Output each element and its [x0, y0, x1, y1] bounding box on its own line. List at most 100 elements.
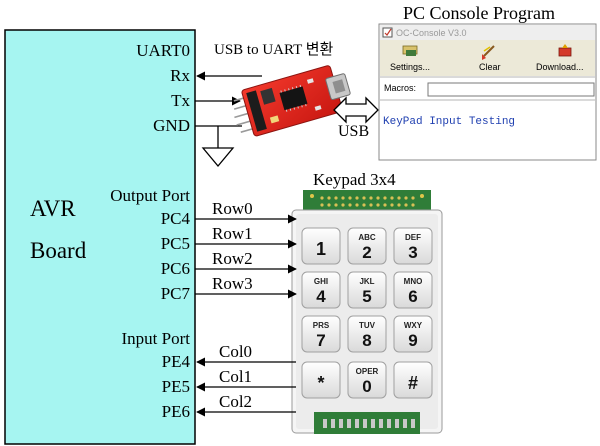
download-button-label: Download... — [536, 62, 584, 72]
console-window-title: OC-Console V3.0 — [396, 28, 467, 38]
uart-wiring — [195, 71, 262, 168]
col0-label: Col0 — [219, 342, 252, 361]
input-port-label: Input Port — [122, 329, 191, 348]
col-wiring: Col0 Col1 Col2 — [196, 342, 296, 417]
adapter-header-strip — [246, 90, 267, 132]
tx-label: Tx — [171, 91, 190, 110]
keypad-key-digit: 0 — [362, 377, 371, 396]
macros-input[interactable] — [427, 82, 595, 97]
col2-label: Col2 — [219, 392, 252, 411]
clear-button-label: Clear — [479, 62, 501, 72]
keypad-key-letters: PRS — [313, 321, 330, 330]
keypad-key-face — [301, 271, 341, 309]
keypad-title: Keypad 3x4 — [313, 170, 396, 189]
output-port-label: Output Port — [110, 186, 190, 205]
keypad-key-face — [347, 227, 387, 265]
console-output-area[interactable] — [380, 101, 595, 159]
keypad-key-letters: MNO — [404, 277, 423, 286]
keypad-key-face — [393, 361, 433, 399]
keypad-key-digit: 1 — [316, 239, 326, 259]
usb-double-arrow-icon — [333, 96, 379, 124]
keypad-key-letters: WXY — [404, 321, 423, 330]
keypad-key-digit: * — [317, 373, 324, 393]
usb-uart-label: USB to UART 변환 — [214, 41, 334, 58]
keypad-key-face — [347, 315, 387, 353]
row0-label: Row0 — [212, 199, 253, 218]
keypad-key-letters: GHI — [314, 277, 328, 286]
settings-button[interactable]: Settings... — [386, 44, 438, 74]
input-pin-pe4: PE4 — [162, 352, 191, 371]
usb-link-label: USB — [338, 123, 369, 140]
avr-board: AVR Board UART0 Rx Tx GND Output Port PC… — [4, 29, 196, 445]
keypad-key-face — [301, 315, 341, 353]
keypad-key-digit: 9 — [408, 331, 417, 350]
row-wiring: Row0 Row1 Row2 Row3 — [195, 199, 297, 299]
pc-console: PC Console Program OC-Console V3.0 Setti… — [378, 3, 597, 161]
keypad-key-face — [347, 271, 387, 309]
usb-uart-adapter: USB to UART 변환 — [214, 41, 351, 137]
keypad-key-digit: 4 — [316, 287, 326, 306]
clear-icon — [482, 45, 495, 60]
macros-label: Macros: — [384, 83, 416, 93]
settings-icon — [402, 45, 418, 56]
keypad-key-digit: 5 — [362, 287, 371, 306]
col1-label: Col1 — [219, 367, 252, 386]
keypad-key-digit: 2 — [362, 243, 371, 262]
console-heading: PC Console Program — [403, 3, 555, 23]
keypad-connector-pins-icon — [323, 419, 415, 428]
uart-label: UART0 — [136, 41, 190, 60]
keypad-key-digit: 6 — [408, 287, 417, 306]
download-button[interactable]: Download... — [534, 44, 594, 74]
keypad-key-face — [301, 227, 341, 265]
keypad-key-digit: 8 — [362, 331, 371, 350]
ground-symbol-icon — [201, 147, 235, 168]
row3-label: Row3 — [212, 274, 253, 293]
input-pin-pe5: PE5 — [162, 377, 190, 396]
settings-button-label: Settings... — [390, 62, 430, 72]
adapter-jumper — [260, 87, 276, 105]
keypad-key-star[interactable]: * — [301, 361, 341, 399]
usb-link: USB — [333, 96, 379, 140]
keypad-key-face — [393, 271, 433, 309]
keypad-key-digit: # — [408, 373, 418, 393]
avr-board-body — [4, 29, 196, 445]
output-pin-pc4: PC4 — [161, 209, 191, 228]
keypad-key-digit: 3 — [408, 243, 417, 262]
keypad-pcb-pads-icon — [320, 196, 415, 207]
input-pin-pe6: PE6 — [162, 402, 190, 421]
console-output-text: KeyPad Input Testing — [383, 116, 515, 128]
row1-label: Row1 — [212, 224, 253, 243]
clear-button[interactable]: Clear — [470, 44, 512, 74]
keypad-pcb-pads-top — [310, 194, 424, 198]
keypad-key-face — [301, 361, 341, 399]
keypad-key-letters: TUV — [359, 321, 376, 330]
gnd-label: GND — [153, 116, 190, 135]
keypad-key-letters: OPER — [356, 367, 379, 376]
adapter-chip — [279, 86, 308, 111]
keypad-key-face — [393, 315, 433, 353]
download-icon — [558, 44, 572, 57]
keypad-key-face — [393, 227, 433, 265]
output-pin-pc5: PC5 — [161, 234, 190, 253]
output-pin-pc7: PC7 — [161, 284, 191, 303]
avr-board-name-line1: AVR — [30, 196, 76, 221]
keypad-key-letters: JKL — [359, 277, 374, 286]
keypad-key-face — [347, 361, 387, 399]
row2-label: Row2 — [212, 249, 253, 268]
rx-label: Rx — [170, 66, 190, 85]
keypad-key-letters: ABC — [358, 233, 376, 242]
output-pin-pc6: PC6 — [161, 259, 190, 278]
keypad: Keypad 3x4 1ABC2DEF3GHI4JKL5MNO6PRS7TUV8… — [291, 170, 443, 434]
keypad-key-hash[interactable]: # — [393, 361, 433, 399]
keypad-key-1[interactable]: 1 — [301, 227, 341, 265]
